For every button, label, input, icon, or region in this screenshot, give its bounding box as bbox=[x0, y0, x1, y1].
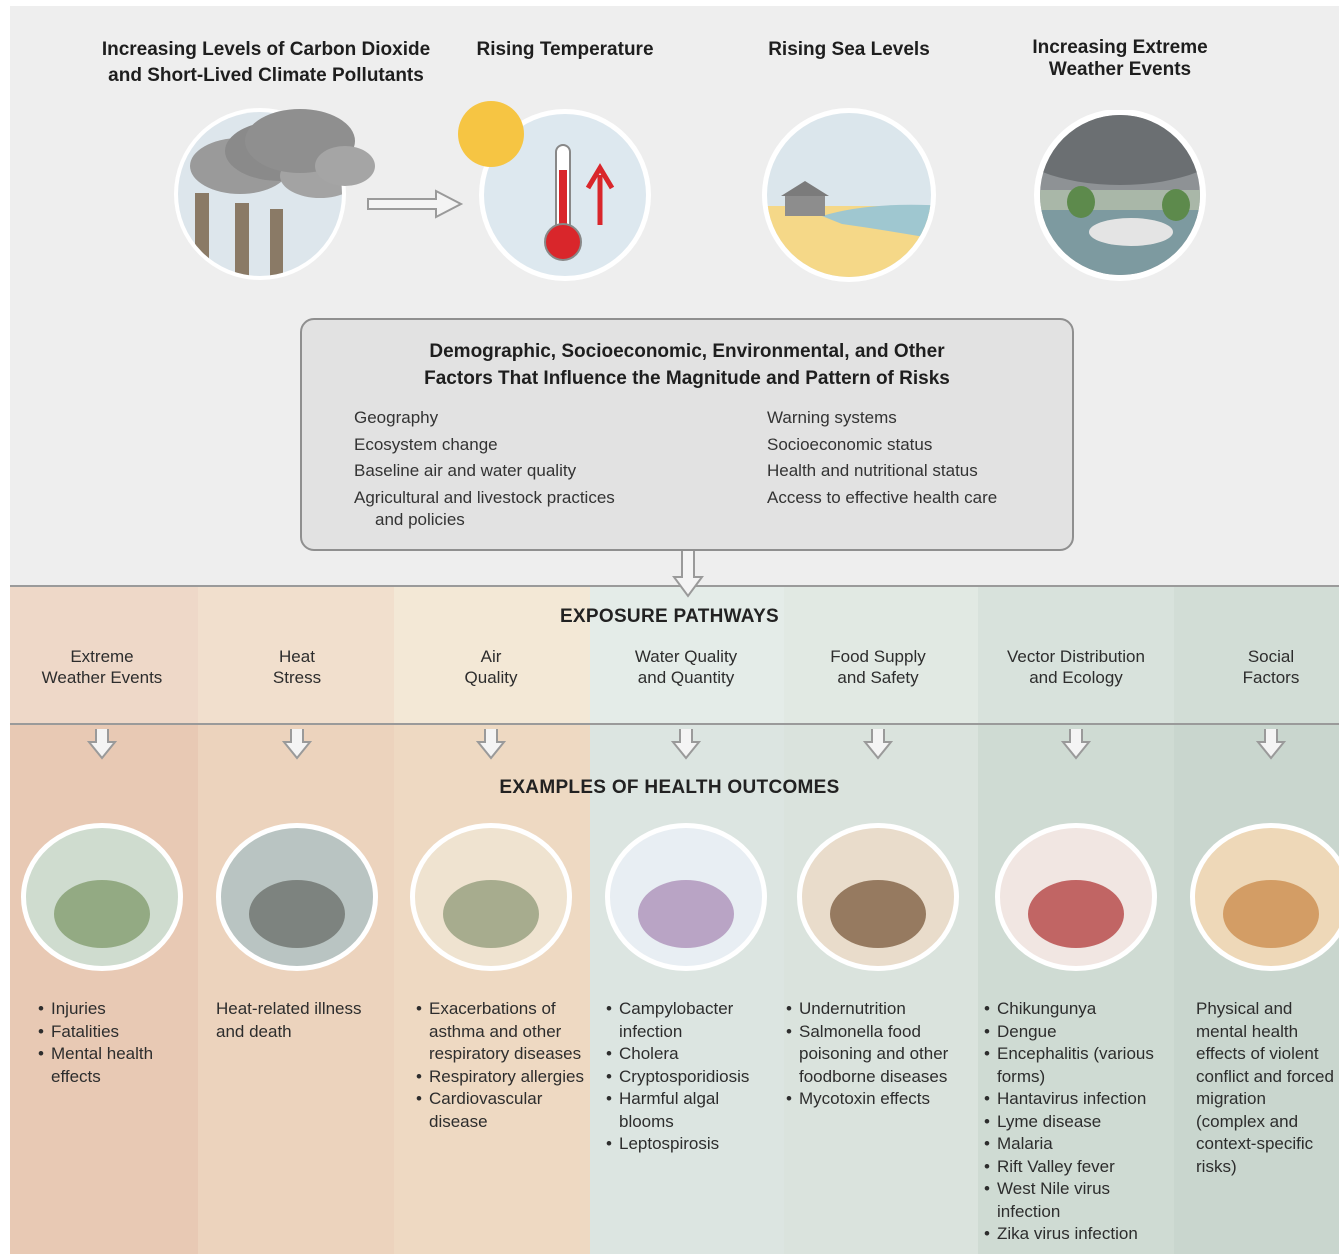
exposure-heading: EXPOSURE PATHWAYS bbox=[559, 606, 780, 627]
risk-factors-box: Demographic, Socioeconomic, Environmenta… bbox=[300, 318, 1074, 551]
storm-flood-icon bbox=[1034, 110, 1206, 281]
pathway-column-bottom bbox=[978, 724, 1174, 1254]
pathway-column-top bbox=[590, 587, 784, 724]
pathway-column-bottom bbox=[1174, 724, 1339, 1254]
factor-item: Ecosystem change bbox=[354, 435, 498, 454]
driver-title-temperature: Rising Temperature bbox=[476, 39, 654, 60]
factor-item: Health and nutritional status bbox=[767, 461, 978, 480]
pathway-column-top bbox=[10, 587, 198, 724]
pathway-column-top bbox=[1174, 587, 1339, 724]
divider-line bbox=[10, 585, 1339, 587]
factor-item: Geography bbox=[354, 408, 439, 427]
divider-line bbox=[10, 723, 1339, 725]
outcomes-heading: EXAMPLES OF HEALTH OUTCOMES bbox=[499, 777, 840, 798]
driver-title-sea-levels: Rising Sea Levels bbox=[768, 39, 930, 60]
pathway-column-bottom bbox=[198, 724, 394, 1254]
factor-item: Socioeconomic status bbox=[767, 435, 933, 454]
pathway-column-top bbox=[394, 587, 590, 724]
pathway-column-top bbox=[978, 587, 1174, 724]
pathway-column-bottom bbox=[10, 724, 198, 1254]
factor-item: Access to effective health care bbox=[767, 488, 998, 507]
factor-item: Baseline air and water quality bbox=[354, 461, 577, 480]
factor-item: Warning systems bbox=[767, 408, 897, 427]
factor-item: and policies bbox=[375, 510, 465, 529]
arrow-right-icon bbox=[367, 189, 464, 219]
smokestacks-icon bbox=[174, 108, 375, 280]
factor-item: Agricultural and livestock practices bbox=[354, 488, 615, 507]
arrow-down-icon bbox=[672, 551, 704, 598]
flooded-shore-icon bbox=[762, 108, 936, 282]
driver-title-co2: Increasing Levels of Carbon Dioxide and … bbox=[101, 39, 431, 86]
pathway-column-bottom bbox=[394, 724, 590, 1254]
risk-factors-title: Demographic, Socioeconomic, Environmenta… bbox=[424, 341, 950, 389]
pathway-column-bottom bbox=[590, 724, 784, 1254]
pathway-column-top bbox=[198, 587, 394, 724]
pathway-column-top bbox=[784, 587, 978, 724]
driver-title-extreme-weather: Increasing Extreme Weather Events bbox=[1032, 37, 1208, 80]
thermometer-icon bbox=[458, 101, 651, 281]
pathway-column-bottom bbox=[784, 724, 978, 1254]
